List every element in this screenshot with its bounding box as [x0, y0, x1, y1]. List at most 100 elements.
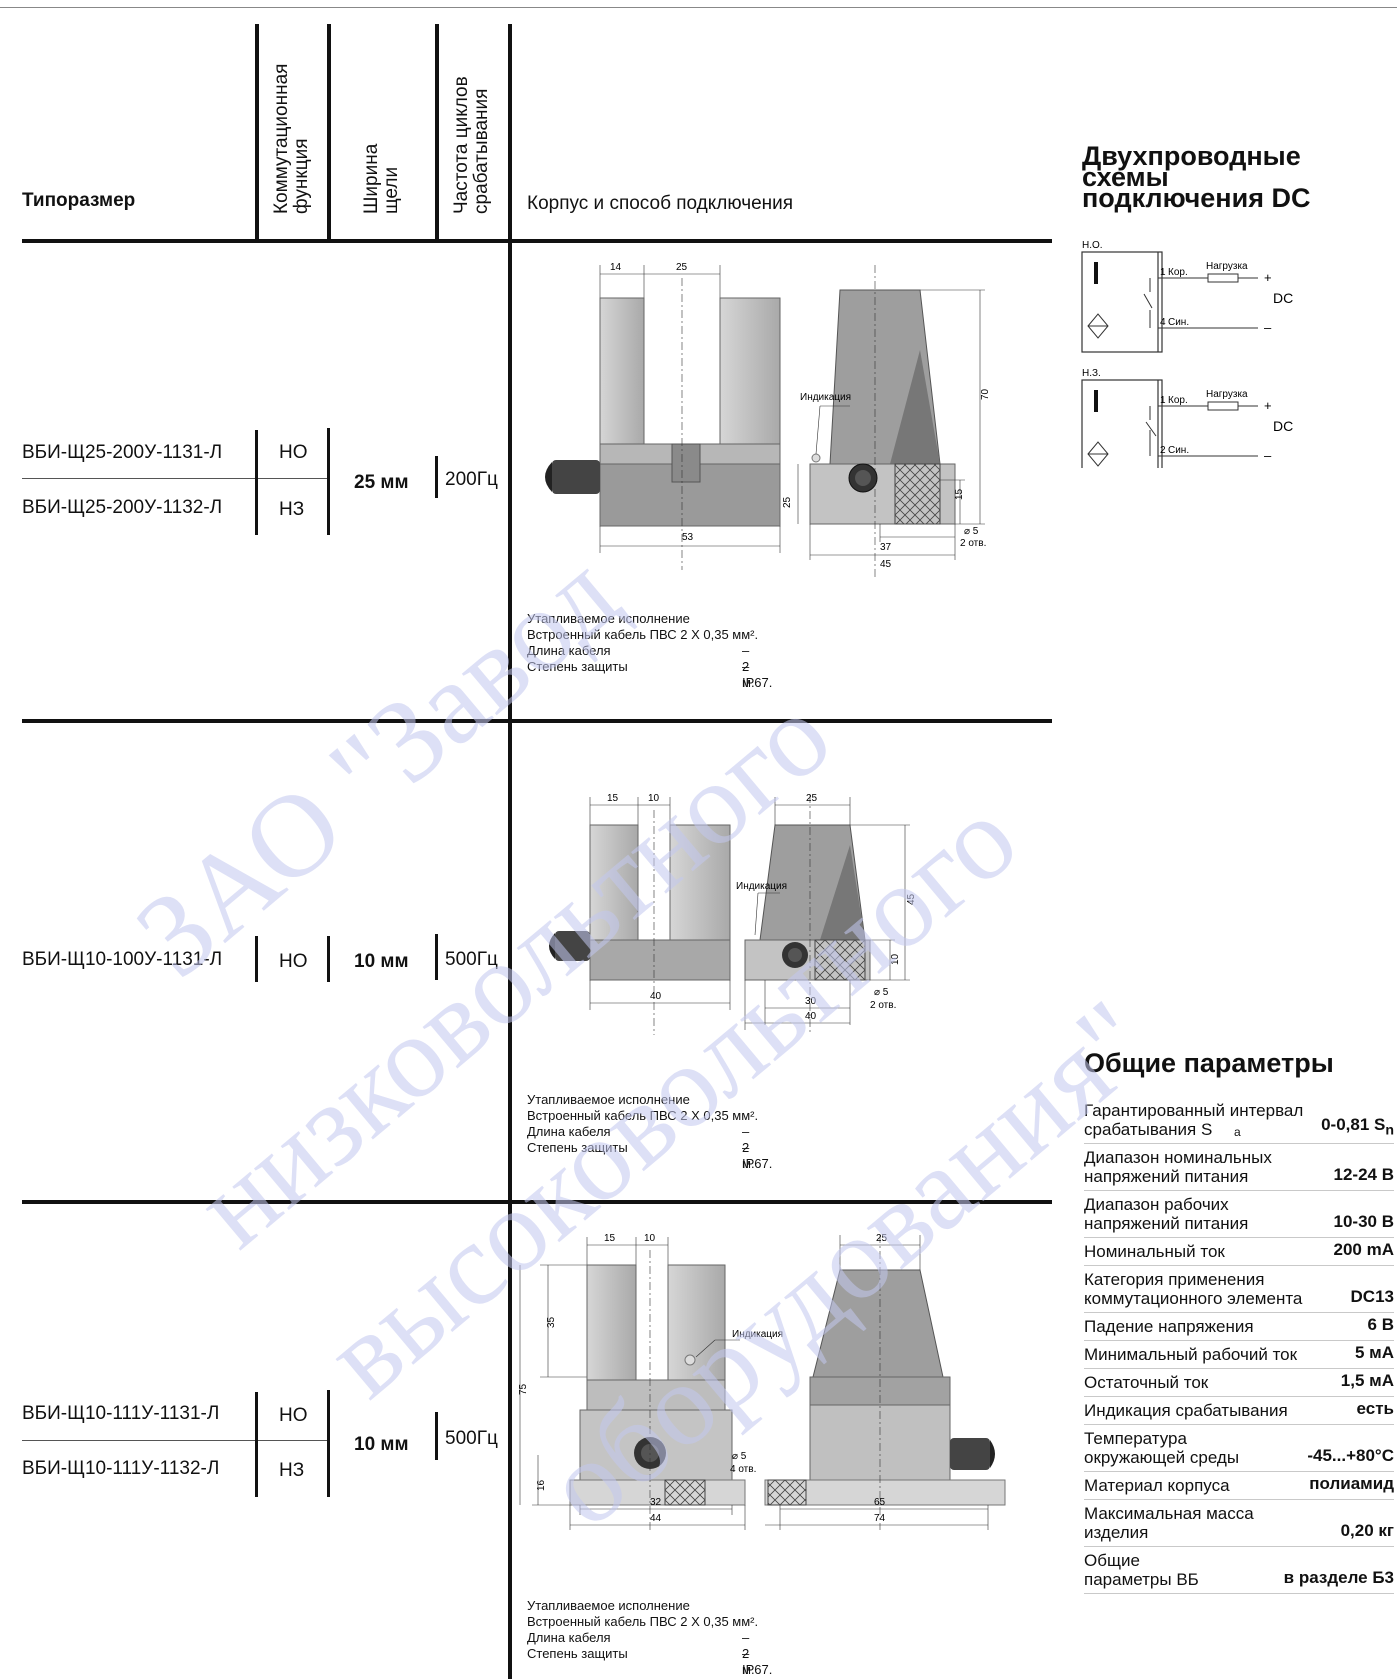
param-value-text: 5 мА: [1354, 1343, 1394, 1362]
dim-label: 70: [980, 388, 991, 400]
model-name: ВБИ-Щ10-111У-1131-Л: [22, 1403, 220, 1424]
param-value: 6 В: [1368, 1315, 1394, 1335]
dim-label: 65: [874, 1497, 886, 1508]
note-value: – 2 м.: [742, 1124, 755, 1171]
param-label: Общие параметры ВБ: [1084, 1551, 1199, 1589]
header-function: Коммутационная функция: [271, 63, 312, 214]
note-line: Степень защиты: [527, 1140, 628, 1155]
divider: [255, 24, 259, 240]
dim-label: 10: [644, 1233, 656, 1244]
param-value: полиамид: [1309, 1474, 1394, 1494]
note-line: Утапливаемое исполнение: [527, 1092, 690, 1107]
param-value: есть: [1357, 1399, 1394, 1419]
load-label: Нагрузка: [1206, 261, 1248, 272]
param-value-text: DC13: [1350, 1287, 1394, 1306]
wire-label: Кор.: [1168, 395, 1188, 406]
param-value: 1,5 мА: [1341, 1371, 1394, 1391]
param-label: Температура окружающей среды: [1084, 1429, 1240, 1467]
header-type: Типоразмер: [22, 190, 136, 211]
cable-note: Утапливаемое исполнение Встроенный кабел…: [527, 1092, 772, 1171]
param-value-subscript: n: [1385, 1122, 1394, 1138]
param-value: 5 мА: [1355, 1343, 1394, 1363]
dim-label: 40: [650, 991, 662, 1002]
dim-label: 25: [676, 262, 688, 273]
row-rule: [22, 1200, 1052, 1204]
divider: [327, 24, 331, 240]
divider: [508, 24, 512, 1679]
dim-label: 45: [880, 559, 892, 570]
load-resistor: [1207, 401, 1239, 411]
no-label: Н.О.: [1082, 240, 1103, 251]
divider: [435, 1412, 438, 1460]
param-value-text: есть: [1356, 1399, 1394, 1418]
note-value: – 2 м.: [742, 1630, 755, 1677]
wiring-title: Двухпроводные схемы подключения DC: [1082, 141, 1311, 213]
param-subscript: a: [1234, 1125, 1241, 1139]
note-line: Утапливаемое исполнение: [527, 1598, 690, 1613]
indication-label: Индикация: [736, 881, 787, 892]
divider: [327, 428, 330, 535]
param-value-text: 0,20 кг: [1340, 1521, 1394, 1540]
header-housing: Корпус и способ подключения: [527, 193, 794, 214]
row-separator: [22, 478, 328, 479]
wiring-diagrams: Н.О. 1 Кор. 4 Син. Нагрузка + – DC Н.З. …: [1081, 240, 1293, 468]
dim-label: 44: [650, 1513, 662, 1524]
wire-label: Кор.: [1168, 267, 1188, 278]
cable-note: Утапливаемое исполнение Встроенный кабел…: [527, 611, 772, 690]
function-value: НЗ: [279, 1460, 305, 1481]
row-separator: [22, 1440, 328, 1441]
dim-label: 53: [682, 532, 694, 543]
param-value-text: полиамид: [1309, 1474, 1394, 1493]
dim-label: ⌀ 5: [874, 987, 889, 998]
cable-note: Утапливаемое исполнение Встроенный кабел…: [527, 1598, 772, 1677]
dim-label: 75: [518, 1383, 529, 1395]
param-value: -45...+80°С: [1307, 1446, 1394, 1466]
param-value-text: в разделе Б3: [1283, 1568, 1394, 1587]
divider: [435, 456, 438, 498]
indication-label: Индикация: [800, 392, 851, 403]
housing-arm: [719, 297, 781, 457]
function-value: НЗ: [279, 499, 305, 520]
frequency: 500Гц: [445, 1428, 498, 1449]
param-label: Диапазон номинальных напряжений питания: [1084, 1148, 1272, 1186]
function-value: НО: [279, 442, 308, 463]
param-value: в разделе Б3: [1284, 1568, 1394, 1588]
dim-label: 40: [805, 1011, 817, 1022]
header-frequency: Частота циклов срабатывания: [451, 76, 492, 214]
divider: [255, 430, 258, 535]
pin-label: 2: [1160, 445, 1166, 456]
dim-label: 25: [876, 1233, 888, 1244]
param-value: DC13: [1351, 1287, 1394, 1307]
top-rule: [0, 7, 1397, 8]
note-line: Встроенный кабель ПВС 2 Х 0,35 мм².: [527, 1108, 759, 1123]
minus-label: –: [1264, 320, 1272, 335]
note-line: Встроенный кабель ПВС 2 Х 0,35 мм².: [527, 1614, 759, 1629]
param-value-text: 10-30 В: [1333, 1212, 1394, 1231]
model-name: ВБИ-Щ10-111У-1132-Л: [22, 1458, 220, 1479]
dim-label: 37: [880, 542, 892, 553]
housing-arm: [599, 297, 645, 457]
sensor-icon: [1094, 262, 1098, 284]
divider: [327, 936, 330, 982]
note-line: Длина кабеля: [527, 643, 611, 658]
param-row: Общие параметры ВБ в разделе Б3: [1084, 1547, 1394, 1594]
dim-label: 10: [648, 793, 660, 804]
load-resistor: [1207, 273, 1239, 283]
dim-label: ⌀ 5: [732, 1451, 747, 1462]
param-value-text: 6 В: [1367, 1315, 1394, 1334]
param-value-text: 200 mA: [1333, 1240, 1394, 1259]
divider: [255, 1392, 258, 1497]
frequency: 500Гц: [445, 949, 498, 970]
dim-label: 2 отв.: [870, 1000, 896, 1011]
general-title: Общие параметры: [1084, 1048, 1334, 1078]
divider: [435, 24, 439, 240]
param-label: Гарантированный интервал срабатывания S: [1084, 1101, 1304, 1139]
divider: [255, 936, 258, 982]
